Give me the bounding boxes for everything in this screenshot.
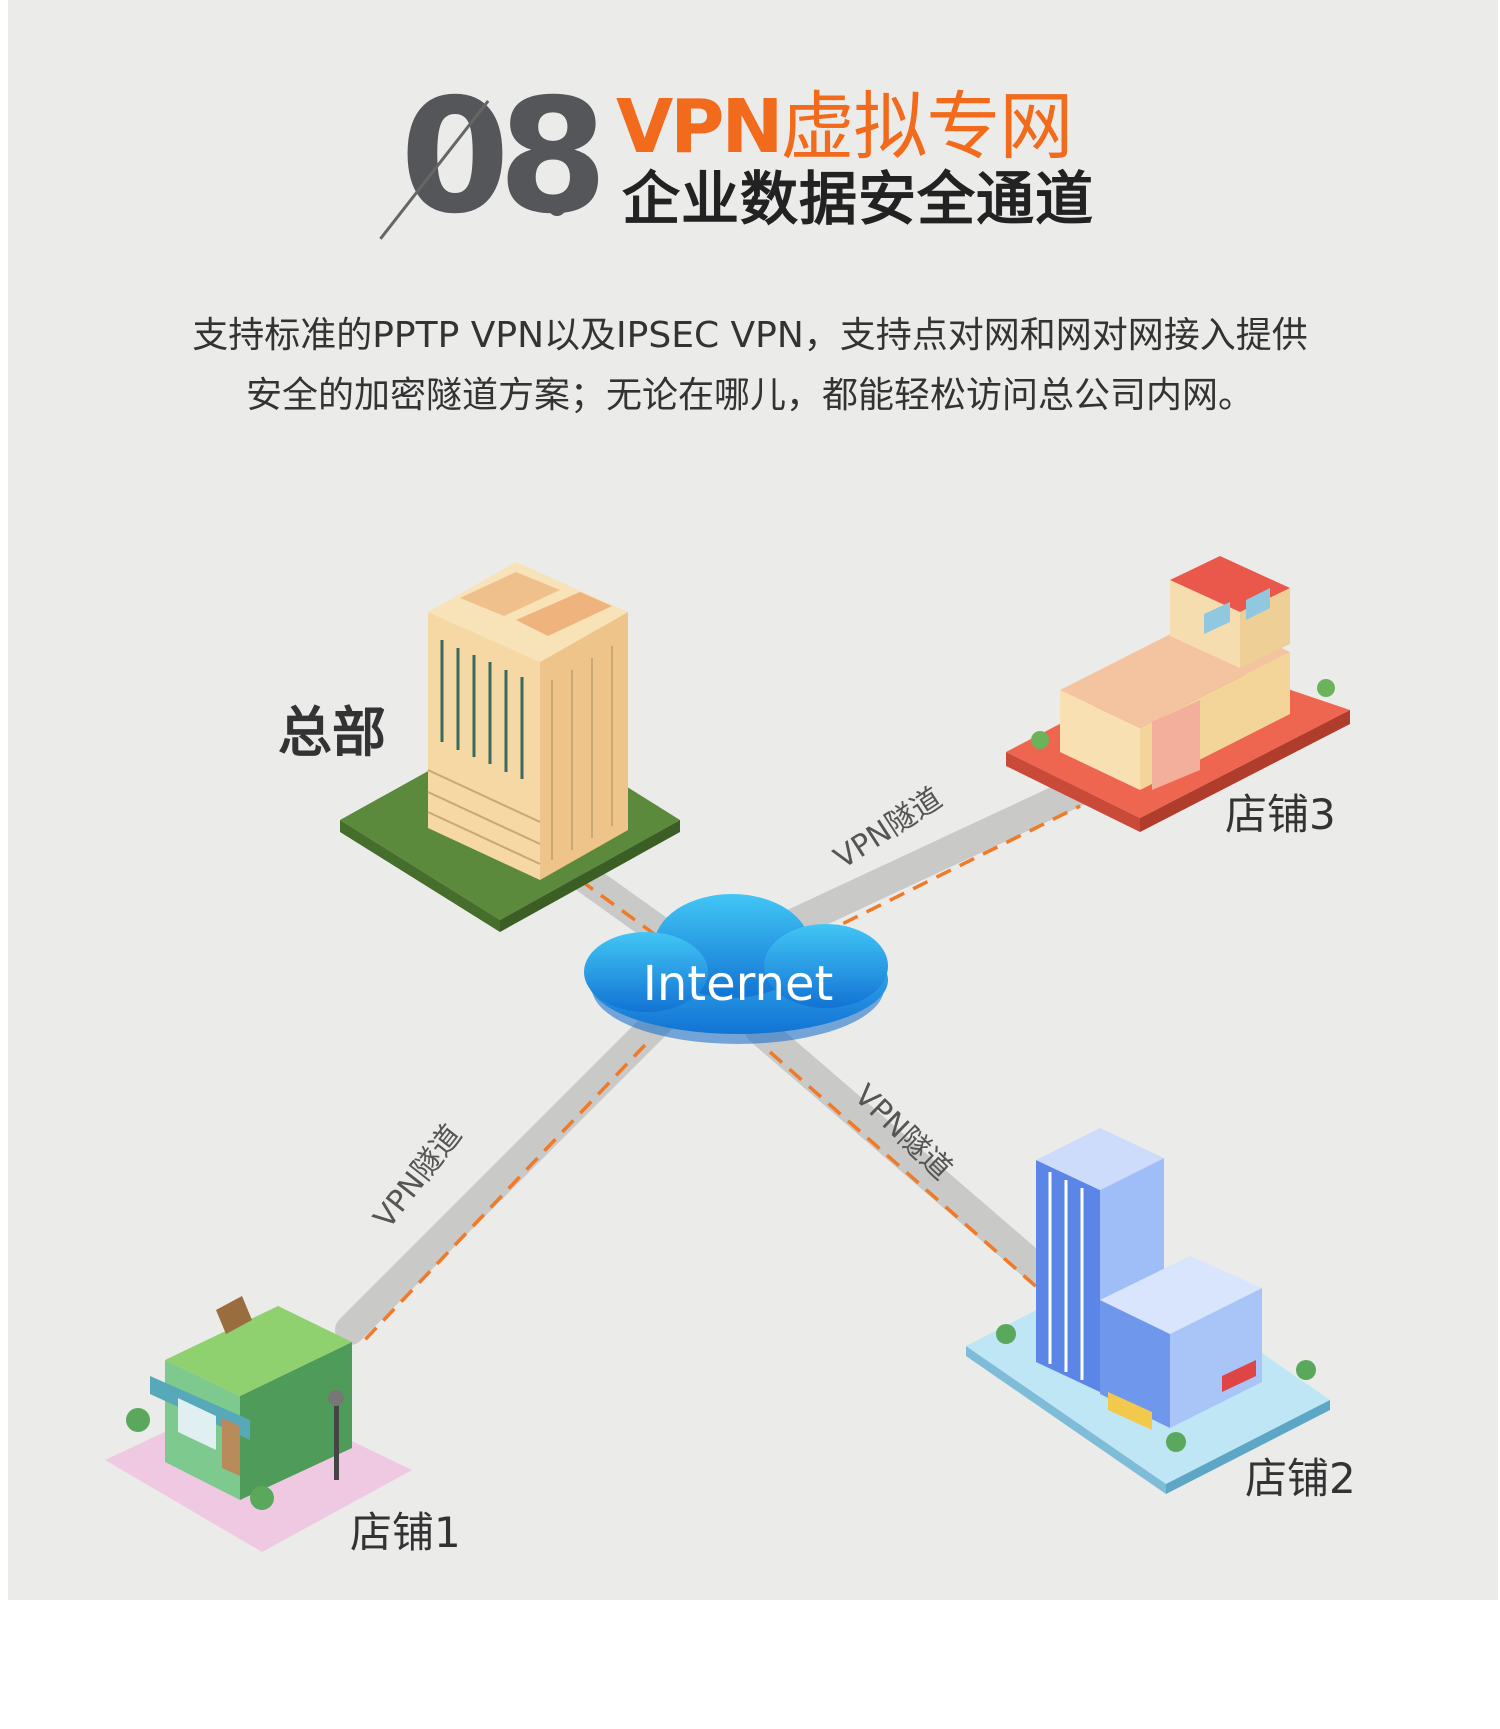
page-title: VPN虚拟专网 [616, 90, 1073, 164]
title-cn: 虚拟专网 [780, 84, 1073, 170]
headquarters-building-icon [340, 562, 680, 932]
section-number: 08 [400, 65, 608, 249]
description-line-2: 安全的加密隧道方案；无论在哪儿，都能轻松访问总公司内网。 [245, 375, 1254, 416]
store-3-building-icon [1006, 556, 1350, 832]
tunnel-line-store1 [358, 1043, 647, 1347]
internet-cloud-icon [584, 894, 888, 1044]
store-1-building-icon [105, 1296, 412, 1552]
road-store1 [335, 1005, 675, 1345]
tunnel-line-store2 [768, 1050, 1042, 1292]
store-2-label: 店铺2 [1245, 1454, 1356, 1503]
number-dot [548, 198, 566, 216]
tunnel-line-store3 [819, 804, 1081, 937]
description-line-1: 支持标准的PPTP VPN以及IPSEC VPN，支持点对网和网对网接入提供 [192, 315, 1308, 356]
internet-label: Internet [642, 956, 834, 1012]
page-subtitle: 企业数据安全通道 [622, 165, 1095, 233]
store-3-label: 店铺3 [1225, 790, 1336, 839]
title-vpn: VPN [616, 84, 783, 170]
store-2-building-icon [966, 1128, 1330, 1494]
road-store2 [745, 1015, 1065, 1295]
road-store3 [765, 775, 1095, 945]
headquarters-label: 总部 [278, 701, 386, 764]
store-1-label: 店铺1 [350, 1508, 461, 1557]
